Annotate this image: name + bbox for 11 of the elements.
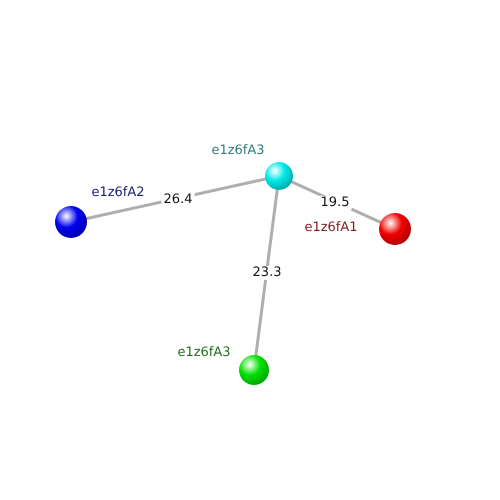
node-label: e1z6fA2: [91, 186, 145, 200]
sphere: [379, 213, 411, 245]
sphere: [239, 355, 269, 385]
edge-label: 23.3: [250, 266, 284, 280]
edge-label: 19.5: [318, 196, 352, 210]
sphere: [55, 206, 87, 238]
node-label: e1z6fA3: [177, 346, 231, 360]
node-label: e1z6fA1: [304, 220, 358, 236]
sphere: [265, 162, 293, 190]
connector-line: [254, 187, 279, 358]
node-label: e1z6fA3: [211, 144, 265, 158]
